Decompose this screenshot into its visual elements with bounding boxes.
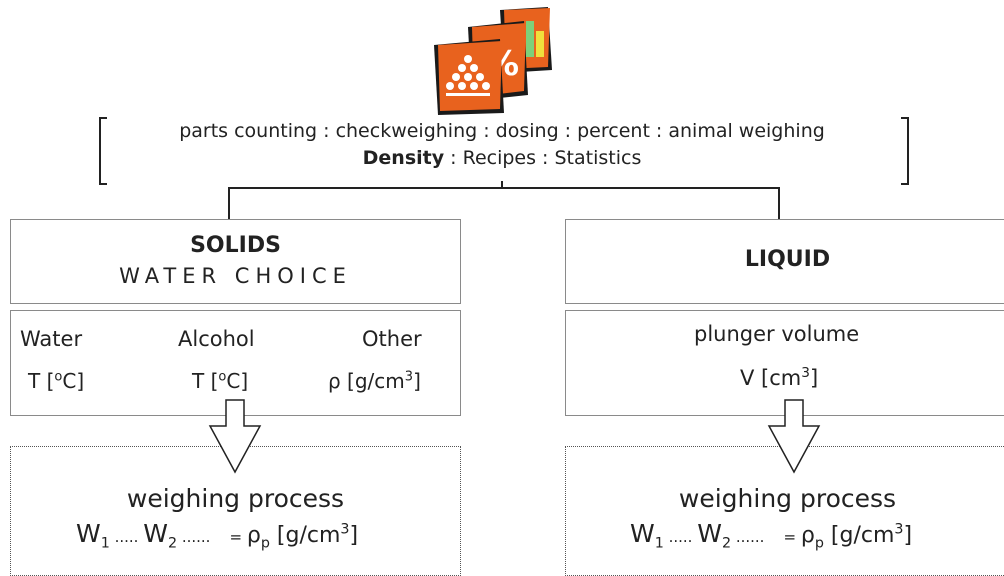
option-other-unit: ρ [g/cm3]	[328, 369, 421, 393]
connector-horizontal	[228, 187, 780, 189]
solids-down-arrow-icon	[208, 399, 262, 474]
option-water-label: Water	[20, 327, 83, 351]
option-other-label: Other	[362, 327, 422, 351]
option-alcohol-label: Alcohol	[178, 327, 255, 351]
right-bracket	[901, 117, 909, 185]
plunger-volume-unit: V [cm3]	[740, 365, 819, 390]
mode-icons: %	[434, 7, 552, 115]
connector-left-drop	[228, 187, 230, 220]
modes-line-1: parts counting : checkweighing : dosing …	[179, 120, 825, 142]
solids-formula: W1 ..... W2 ...... = ρp [g/cm3]	[76, 519, 359, 552]
option-water-unit: T [oC]	[28, 369, 85, 393]
liquid-title: LIQUID	[744, 247, 831, 272]
connector-right-drop	[778, 187, 780, 220]
liquid-formula: W1 ..... W2 ...... = ρp [g/cm3]	[630, 519, 913, 552]
density-label: Density	[362, 147, 445, 169]
solids-subtitle: WATER CHOICE	[119, 264, 352, 288]
solids-header-box: SOLIDS WATER CHOICE	[10, 219, 461, 304]
connector-vertical-top	[501, 181, 503, 189]
liquid-param-box	[565, 310, 1004, 416]
modes-line-2: Density : Recipes : Statistics	[0, 147, 1004, 169]
solids-process-title: weighing process	[126, 484, 345, 513]
liquid-header-box: LIQUID	[565, 219, 1004, 304]
liquid-process-title: weighing process	[678, 484, 897, 513]
plunger-volume-label: plunger volume	[694, 322, 860, 346]
parts-counting-icon	[434, 39, 504, 115]
option-alcohol-unit: T [oC]	[192, 369, 249, 393]
modes-line-2-rest: : Recipes : Statistics	[444, 147, 642, 169]
liquid-down-arrow-icon	[767, 399, 821, 474]
solids-title: SOLIDS	[190, 233, 281, 258]
left-bracket	[99, 117, 107, 185]
liquid-process-box	[565, 446, 1004, 576]
